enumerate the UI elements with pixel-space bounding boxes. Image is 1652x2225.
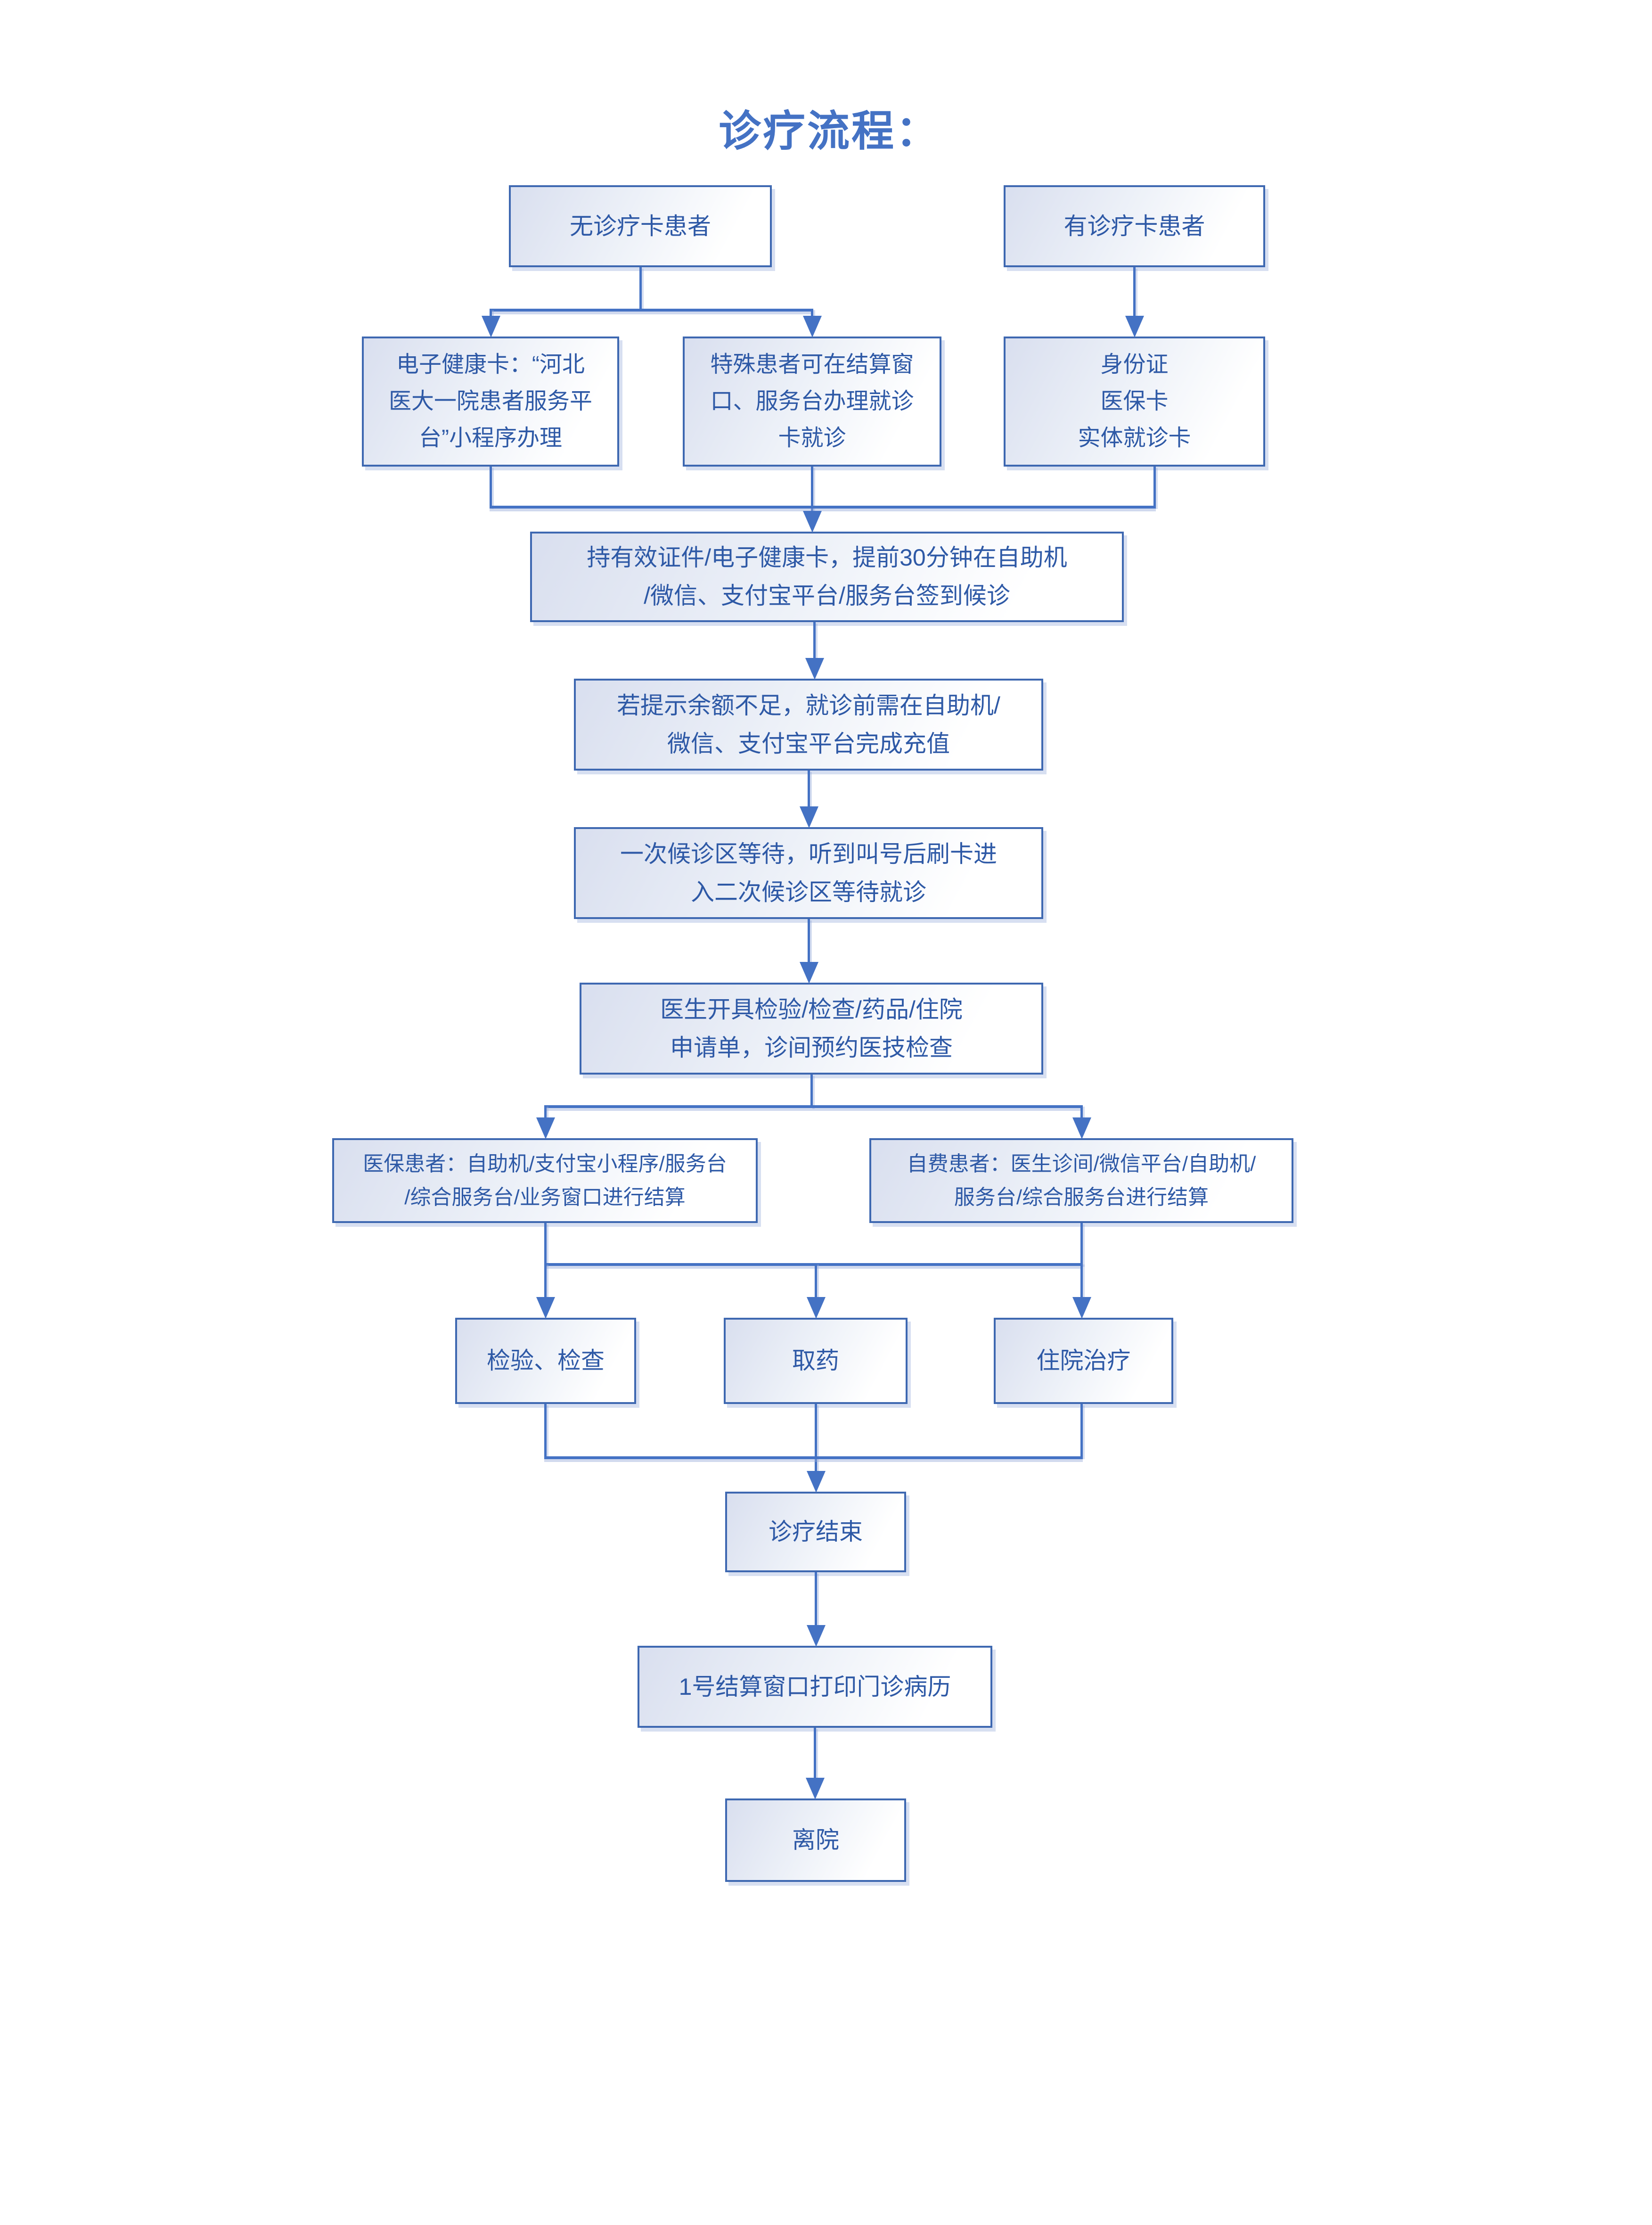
node-line: 无诊疗卡患者 [570,213,711,239]
node-line: 申请单，诊间预约医技检查 [670,1034,953,1061]
node-line: 实体就诊卡 [1078,425,1191,451]
node-line: 取药 [792,1347,839,1374]
arrow-down-icon [807,1625,826,1647]
arrow-down-icon [803,316,822,337]
node-line: 诊疗结束 [769,1519,863,1545]
node-line: 入二次候诊区等待就诊 [691,879,926,905]
flow-node-no-card: 无诊疗卡患者 [509,185,772,267]
flow-node-recharge: 若提示余额不足，就诊前需在自助机/ 微信、支付宝平台完成充值 [574,679,1043,771]
connector-line [490,467,492,508]
arrow-down-icon [805,658,824,680]
node-line: 检验、检查 [487,1347,605,1374]
node-line: 持有效证件/电子健康卡，提前30分钟在自助机 [587,544,1067,571]
connector-line [544,1456,1083,1459]
connector-line [808,771,810,808]
node-line: 1号结算窗口打印门诊病历 [679,1673,951,1700]
page-title: 诊疗流程： [719,108,940,155]
connector-line [808,919,810,964]
flow-node-waiting-area: 一次候诊区等待，听到叫号后刷卡进 入二次候诊区等待就诊 [574,827,1043,919]
flow-node-print-record: 1号结算窗口打印门诊病历 [638,1646,992,1728]
connector-line [815,1572,817,1627]
node-line: 一次候诊区等待，听到叫号后刷卡进 [620,840,997,867]
flow-node-insured-settle: 医保患者：自助机/支付宝小程序/服务台 /综合服务台/业务窗口进行结算 [332,1138,758,1223]
flow-node-checkin: 持有效证件/电子健康卡，提前30分钟在自助机 /微信、支付宝平台/服务台签到候诊 [530,532,1124,622]
flow-node-id-cards: 身份证 医保卡 实体就诊卡 [1004,337,1265,467]
flow-node-special-window: 特殊患者可在结算窗 口、服务台办理就诊 卡就诊 [683,337,941,467]
connector-line [544,1404,547,1458]
node-line: 身份证 [1100,352,1169,378]
node-line: 电子健康卡：“河北 [396,352,585,378]
connector-line [815,1263,817,1300]
connector-line [1080,1223,1083,1265]
connector-line [490,309,492,319]
flow-node-doctor-order: 医生开具检验/检查/药品/住院 申请单，诊间预约医技检查 [580,983,1043,1075]
node-line: 医生开具检验/检查/药品/住院 [660,996,963,1023]
arrow-down-icon [800,962,818,984]
node-line: 医保卡 [1100,389,1169,414]
node-line: 离院 [792,1827,839,1853]
arrow-down-icon [807,1297,826,1319]
connector-line [810,1075,813,1108]
node-line: /微信、支付宝平台/服务台签到候诊 [644,583,1010,609]
connector-line [1133,267,1136,319]
flow-node-treatment-end: 诊疗结束 [725,1492,906,1572]
arrow-down-icon [536,1297,555,1319]
arrow-down-icon [536,1117,555,1139]
connector-line [544,1263,547,1300]
connector-line [1080,1404,1083,1458]
node-line: 口、服务台办理就诊 [710,389,914,414]
connector-line [544,1105,1083,1108]
connector-line [815,1404,817,1473]
arrow-down-icon [806,1778,825,1799]
connector-line [1153,467,1156,508]
arrow-down-icon [482,316,500,337]
node-line: 住院治疗 [1036,1347,1131,1374]
node-line: 卡就诊 [778,425,846,451]
flow-node-ehealth-card: 电子健康卡：“河北 医大一院患者服务平 台”小程序办理 [362,337,619,467]
node-line: 有诊疗卡患者 [1063,213,1205,239]
flow-node-lab-exam: 检验、检查 [455,1318,636,1404]
arrow-down-icon [807,1471,826,1493]
flow-node-selfpay-settle: 自费患者：医生诊间/微信平台/自助机/ 服务台/综合服务台进行结算 [869,1138,1293,1223]
arrow-down-icon [1125,316,1144,337]
arrow-down-icon [803,511,822,533]
arrow-down-icon [1072,1297,1091,1319]
node-line: 台”小程序办理 [419,425,562,451]
node-line: 医大一院患者服务平 [388,389,592,414]
connector-line [544,1263,1083,1266]
connector-line [544,1105,547,1120]
arrow-down-icon [800,806,818,828]
flow-node-pharmacy: 取药 [724,1318,908,1404]
connector-line [813,622,816,660]
connector-line [490,506,1156,509]
node-line: 服务台/综合服务台进行结算 [954,1186,1209,1209]
connector-line [1080,1105,1083,1120]
connector-line [490,309,813,312]
connector-line [1080,1263,1083,1300]
connector-line [811,467,813,514]
node-line: 若提示余额不足，就诊前需在自助机/ [617,692,1000,719]
flow-node-leave: 离院 [725,1798,906,1882]
connector-line [639,267,642,309]
node-line: 特殊患者可在结算窗 [710,352,914,378]
connector-line [544,1223,547,1265]
connector-line [814,1728,816,1780]
node-line: 微信、支付宝平台完成充值 [667,730,950,757]
node-line: 医保患者：自助机/支付宝小程序/服务台 [363,1152,727,1175]
node-line: /综合服务台/业务窗口进行结算 [404,1186,686,1209]
connector-line [811,309,813,319]
flow-node-has-card: 有诊疗卡患者 [1004,185,1265,267]
node-line: 自费患者：医生诊间/微信平台/自助机/ [907,1152,1256,1175]
arrow-down-icon [1072,1117,1091,1139]
flow-node-hospitalization: 住院治疗 [994,1318,1173,1404]
